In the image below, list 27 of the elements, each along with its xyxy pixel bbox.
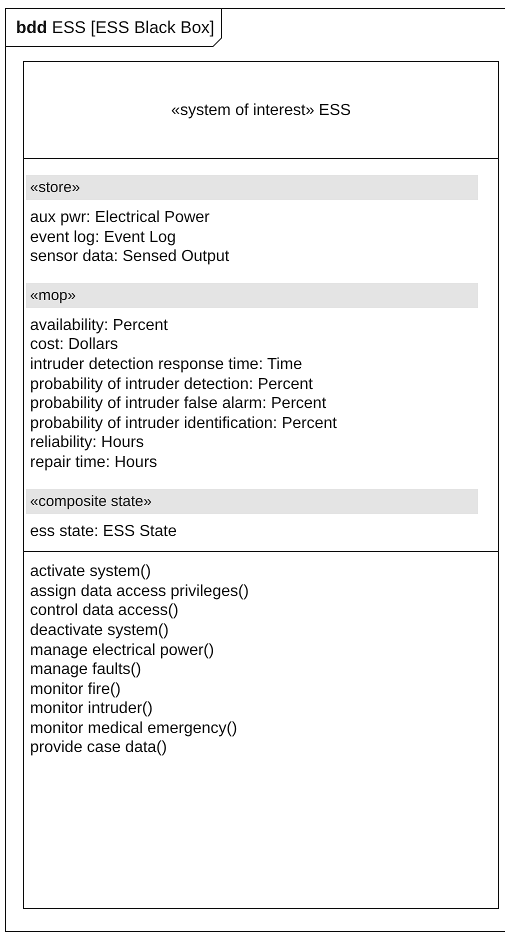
attribute-text: cost: Dollars [29, 335, 120, 355]
attribute-text: intruder detection response time: Time [29, 354, 304, 375]
operation-text: manage faults() [29, 660, 142, 680]
operation-text: monitor medical emergency() [29, 718, 238, 738]
operation-text: assign data access privileges() [29, 582, 250, 602]
operation-text: manage electrical power() [29, 640, 216, 660]
block-title: «system of interest» ESS [170, 100, 352, 120]
compartment-header: «composite state» [26, 488, 478, 514]
compartment-header: «store» [26, 175, 478, 200]
operation-text: provide case data() [29, 738, 168, 758]
attribute-text: event log: Event Log [29, 228, 177, 248]
attribute-text: repair time: Hours [29, 452, 158, 473]
compartment-header: «mop» [26, 282, 478, 308]
operation-text: monitor fire() [29, 680, 122, 700]
operation-text: activate system() [29, 562, 152, 582]
attribute-text: probability of intruder identification: Percent [29, 414, 338, 434]
operation-text: deactivate system() [29, 620, 170, 640]
operation-text: control data access() [29, 601, 180, 621]
attribute-text: aux pwr: Electrical Power [29, 208, 211, 228]
attribute-text: probability of intruder false alarm: Percent [29, 394, 328, 414]
attribute-text: reliability: Hours [29, 433, 145, 453]
attribute-text: availability: Percent [29, 316, 169, 336]
frame-title: bdd ESS [ESS Black Box] [16, 18, 214, 38]
operation-text: monitor intruder() [29, 699, 154, 719]
attribute-text: ess state: ESS State [29, 522, 178, 542]
attribute-text: probability of intruder detection: Percent [29, 374, 314, 394]
attribute-text: sensor data: Sensed Output [29, 247, 230, 267]
